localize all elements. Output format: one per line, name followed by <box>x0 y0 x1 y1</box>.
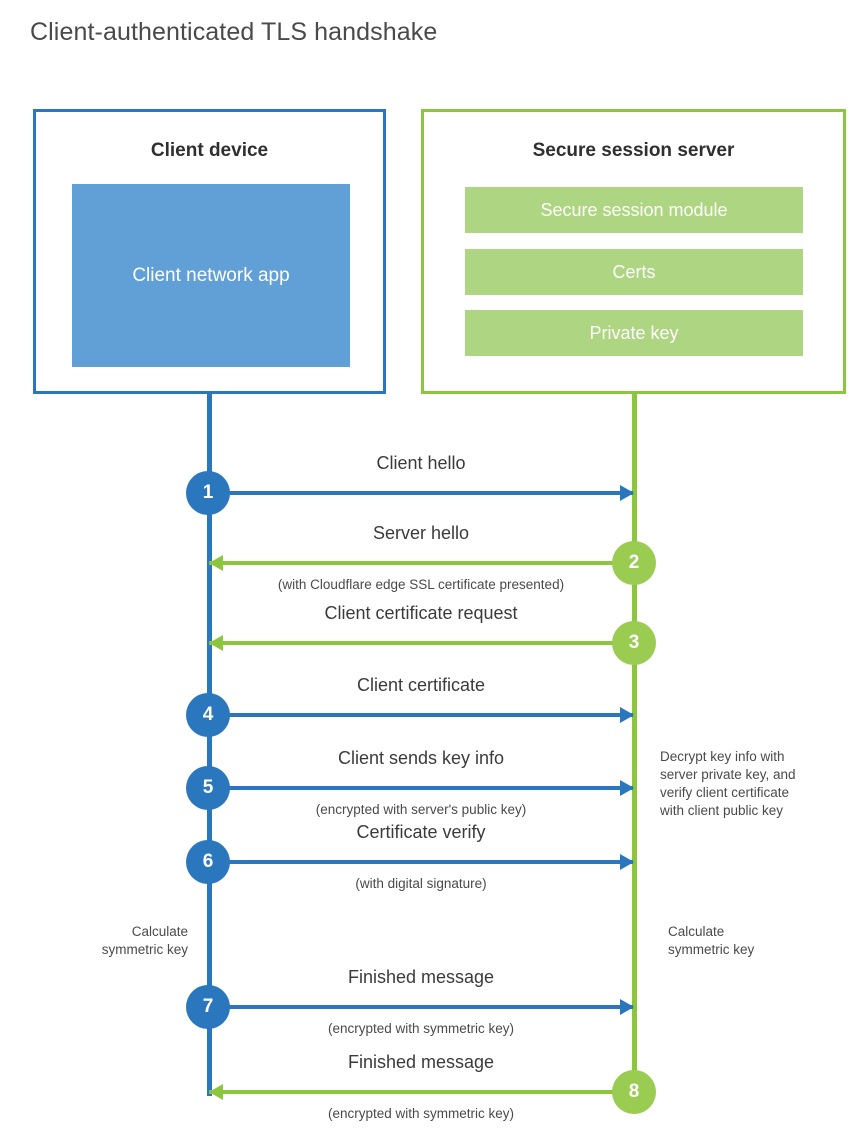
client-network-app-label: Client network app <box>132 264 290 286</box>
annotation-decrypt-line-1: Decrypt key info with <box>660 749 785 764</box>
step-7-arrow-head-icon <box>620 999 634 1015</box>
annotation-decrypt-line-3: verify client certificate <box>660 785 790 800</box>
annotation-decrypt-line-4: with client public key <box>660 803 784 818</box>
step-3-arrow-head-icon <box>209 635 223 651</box>
step-2-sublabel: (with Cloudflare edge SSL certificate pr… <box>277 577 565 592</box>
step-8-label: Finished message <box>347 1052 495 1072</box>
client-device-title: Client device <box>150 140 269 161</box>
step-7-label: Finished message <box>347 967 495 987</box>
step-1-label: Client hello <box>376 453 466 473</box>
annotation-decrypt-line-2: server private key, and <box>660 767 796 782</box>
annotation-client-symkey-line-1: Calculate <box>131 924 188 939</box>
step-5-number-badge: 5 <box>186 766 230 810</box>
page-title: Client-authenticated TLS handshake <box>30 18 438 46</box>
annotation-server-symkey-line-1: Calculate <box>668 924 725 939</box>
step-8-arrow-head-icon <box>209 1084 223 1100</box>
step-3-number-badge: 3 <box>612 621 656 665</box>
step-2-label: Server hello <box>372 523 470 543</box>
step-2-arrow-line <box>209 561 633 565</box>
client-lifeline <box>207 391 212 1096</box>
step-5-arrow-head-icon <box>620 780 634 796</box>
annotation-decrypt-key-info: Decrypt key info with server private key,… <box>660 748 850 820</box>
step-6-arrow-line <box>209 860 633 864</box>
server-component-certs: Certs <box>465 249 803 295</box>
annotation-server-symkey-line-2: symmetric key <box>668 942 755 957</box>
step-7-sublabel: (encrypted with symmetric key) <box>327 1021 515 1036</box>
step-2-arrow-head-icon <box>209 555 223 571</box>
secure-session-server-box: Secure session server Secure session mod… <box>421 109 846 394</box>
annotation-client-symkey-line-2: symmetric key <box>101 942 188 957</box>
step-1-arrow-head-icon <box>620 485 634 501</box>
step-8-number-badge: 8 <box>612 1070 656 1114</box>
step-4-arrow-head-icon <box>620 707 634 723</box>
step-8-arrow-line <box>209 1090 633 1094</box>
step-5-label: Client sends key info <box>337 748 505 768</box>
step-1-number-badge: 1 <box>186 471 230 515</box>
annotation-server-calculate-symmetric-key: Calculate symmetric key <box>668 923 858 959</box>
step-5-sublabel: (encrypted with server's public key) <box>315 802 527 817</box>
server-lifeline <box>632 391 637 1096</box>
client-network-app-block: Client network app <box>72 184 350 367</box>
step-6-label: Certificate verify <box>356 822 486 842</box>
secure-session-server-title: Secure session server <box>532 140 735 161</box>
step-6-sublabel: (with digital signature) <box>355 876 487 891</box>
step-4-arrow-line <box>209 713 633 717</box>
server-component-private-key: Private key <box>465 310 803 356</box>
step-7-number-badge: 7 <box>186 985 230 1029</box>
annotation-client-calculate-symmetric-key: Calculate symmetric key <box>20 923 188 959</box>
step-5-arrow-line <box>209 786 633 790</box>
step-6-arrow-head-icon <box>620 854 634 870</box>
step-2-number-badge: 2 <box>612 541 656 585</box>
step-3-label: Client certificate request <box>324 603 518 623</box>
step-3-arrow-line <box>209 641 633 645</box>
step-7-arrow-line <box>209 1005 633 1009</box>
step-4-label: Client certificate <box>356 675 486 695</box>
step-8-sublabel: (encrypted with symmetric key) <box>327 1106 515 1121</box>
step-4-number-badge: 4 <box>186 693 230 737</box>
client-device-box: Client device Client network app <box>33 109 386 394</box>
step-1-arrow-line <box>209 491 633 495</box>
server-component-secure-session-module: Secure session module <box>465 187 803 233</box>
step-6-number-badge: 6 <box>186 840 230 884</box>
